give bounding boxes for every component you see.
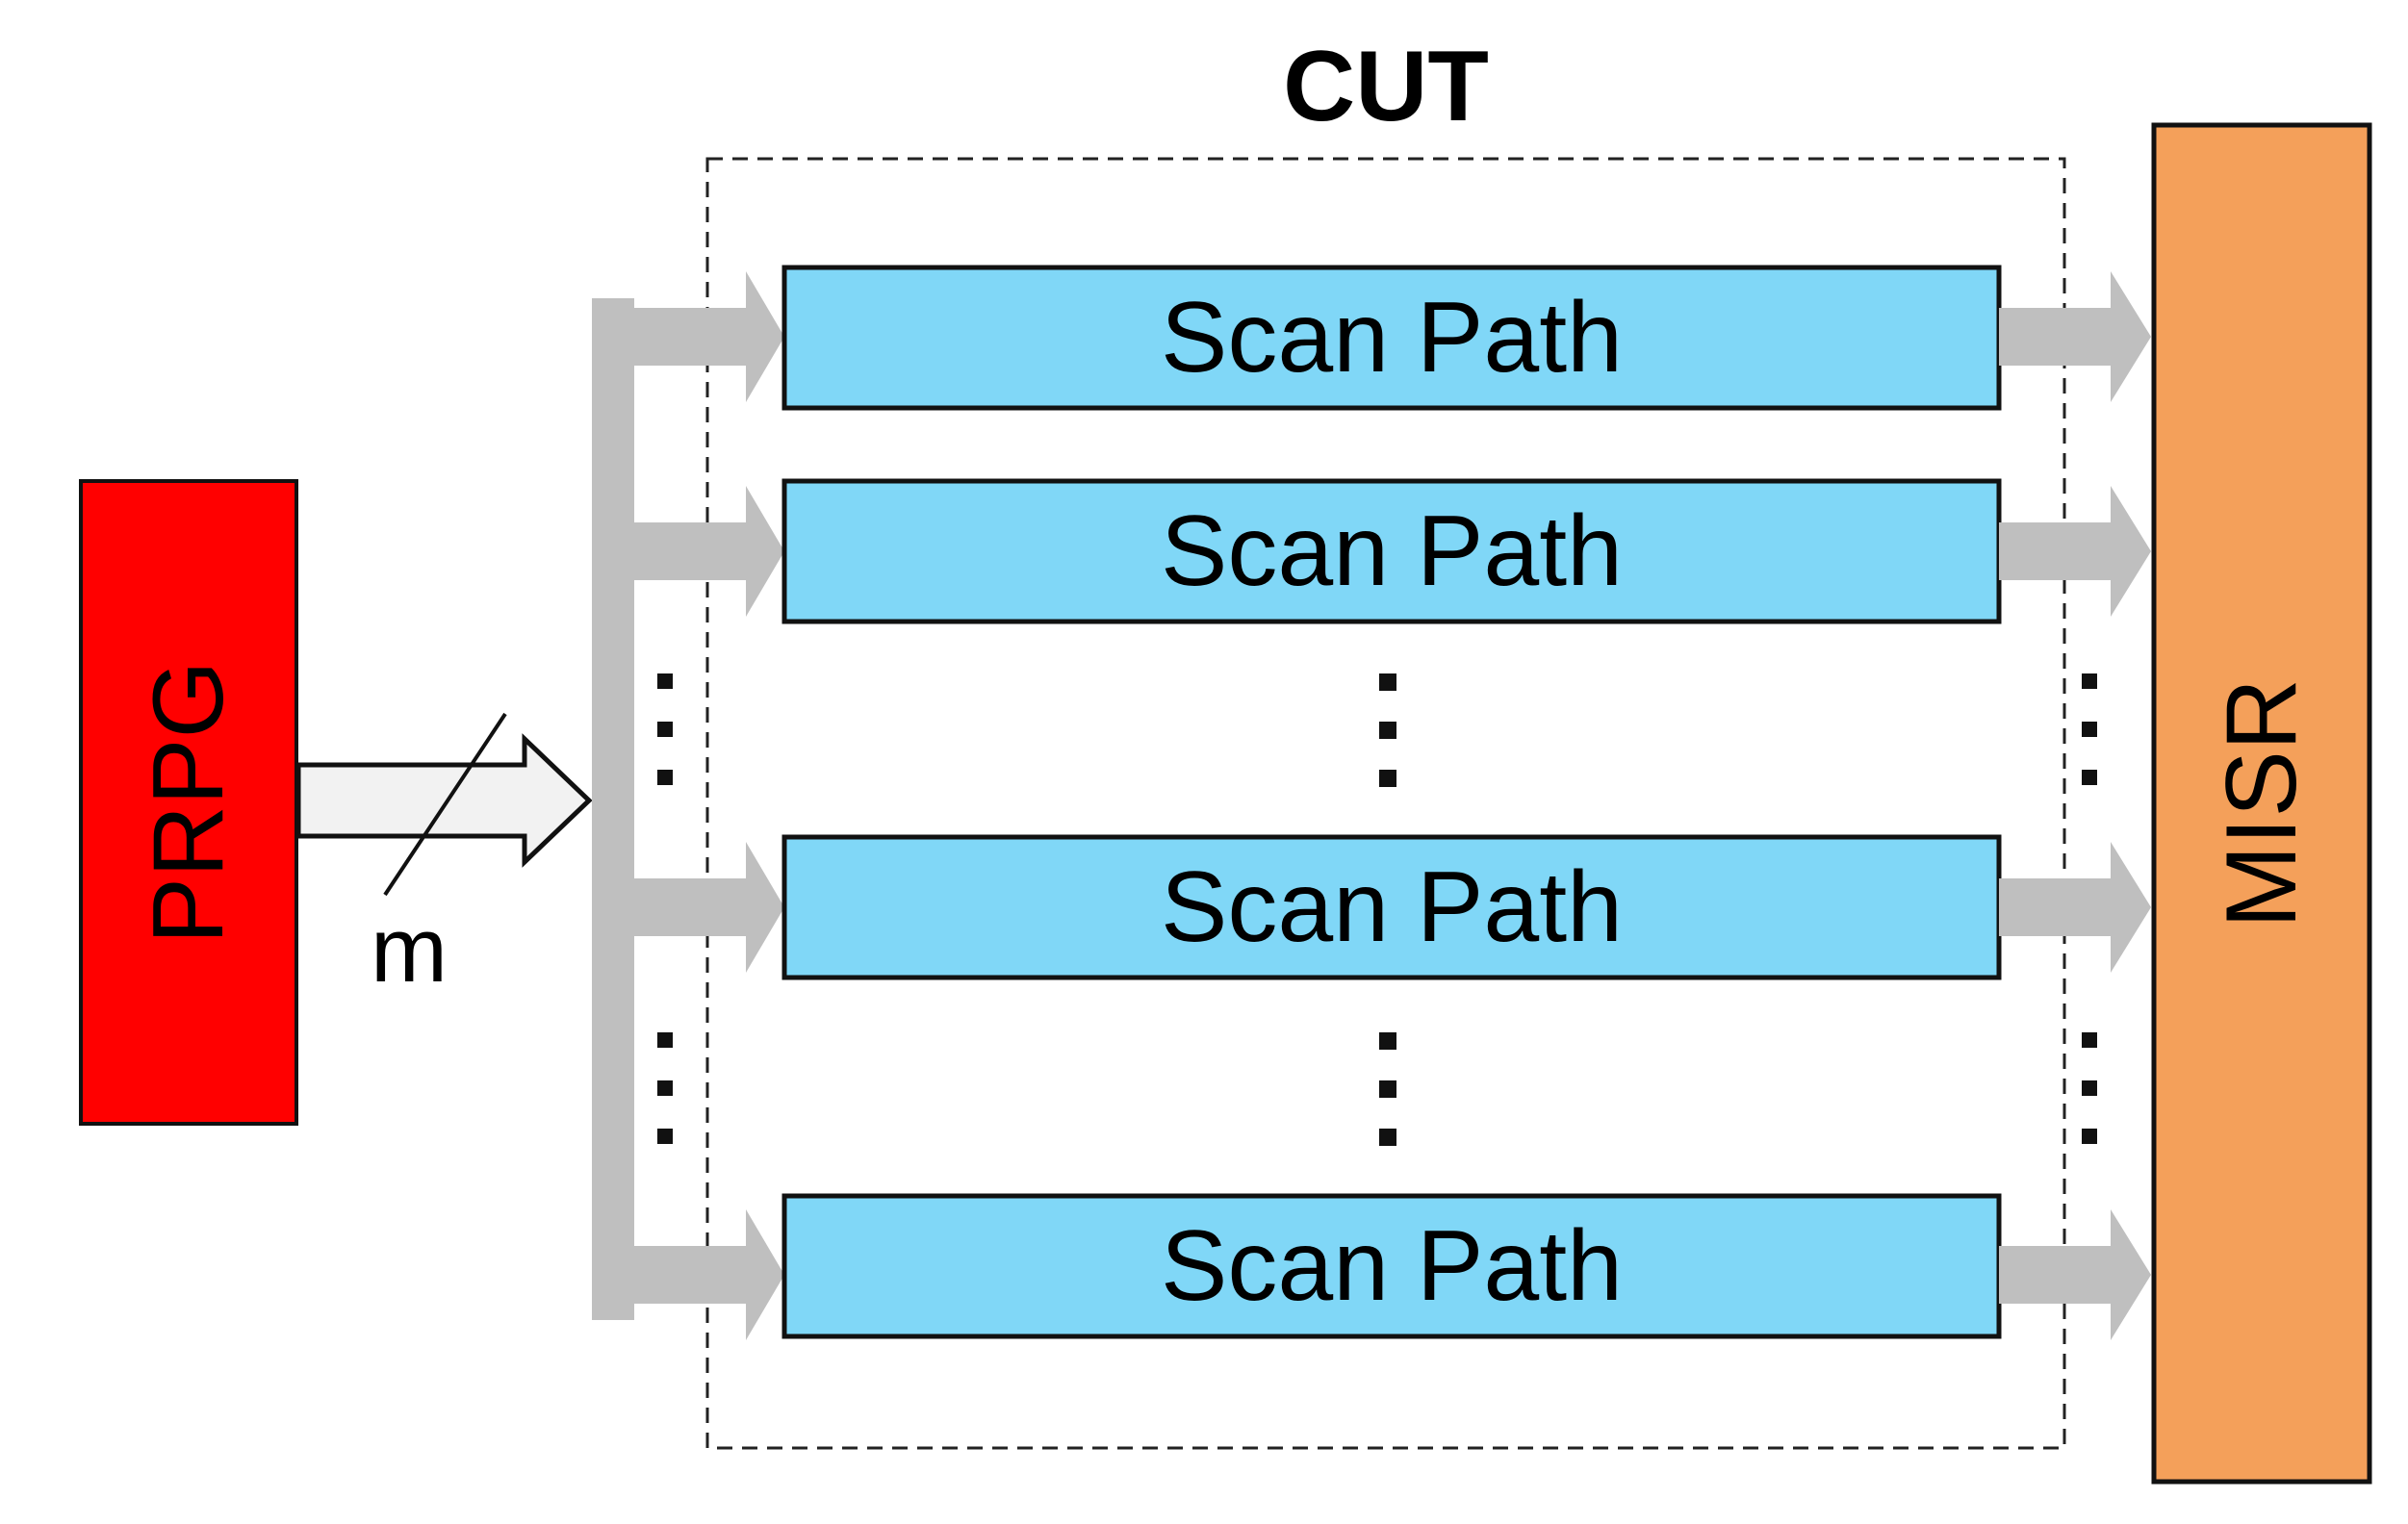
output-arrow xyxy=(1999,842,2151,973)
scan-path-2: Scan Path xyxy=(781,478,2002,624)
ellipsis-center-lower xyxy=(1379,1032,1396,1146)
scan-path-4: Scan Path xyxy=(781,1193,2002,1339)
output-arrow xyxy=(1999,486,2151,617)
scan-path-3: Scan Path xyxy=(781,834,2002,980)
ellipsis-right-lower xyxy=(2082,1032,2097,1144)
misr-label: MISR xyxy=(2206,678,2318,928)
prpg-block xyxy=(79,479,298,1126)
ellipsis-right-upper xyxy=(2082,673,2097,785)
cut-title: CUT xyxy=(1283,31,1489,142)
output-arrow xyxy=(1999,1209,2151,1340)
bus-width-label: m xyxy=(371,899,448,1002)
prpg-bus-arrow xyxy=(295,733,593,868)
input-arrow xyxy=(634,1209,784,1340)
input-arrow xyxy=(634,486,784,617)
input-arrows xyxy=(634,271,784,1340)
scan-path-label: Scan Path xyxy=(1161,851,1623,963)
input-arrow xyxy=(634,842,784,973)
input-arrow xyxy=(634,271,784,402)
output-arrow xyxy=(1999,271,2151,402)
scan-path-label: Scan Path xyxy=(1161,282,1623,394)
distribution-bus xyxy=(592,298,634,1320)
output-arrows xyxy=(1999,271,2151,1340)
bus-width-slash xyxy=(383,712,507,897)
ellipsis-left-lower xyxy=(657,1032,673,1144)
ellipsis-center-upper xyxy=(1379,673,1396,787)
misr-block xyxy=(2151,122,2372,1485)
scan-path-label: Scan Path xyxy=(1161,495,1623,607)
cut-boundary xyxy=(705,157,2066,1450)
ellipsis-left-upper xyxy=(657,673,673,785)
scan-path-label: Scan Path xyxy=(1161,1210,1623,1322)
scan-path-1: Scan Path xyxy=(781,265,2002,411)
ellipsis-dots xyxy=(657,673,2097,1146)
prpg-label: PRPG xyxy=(133,661,244,945)
